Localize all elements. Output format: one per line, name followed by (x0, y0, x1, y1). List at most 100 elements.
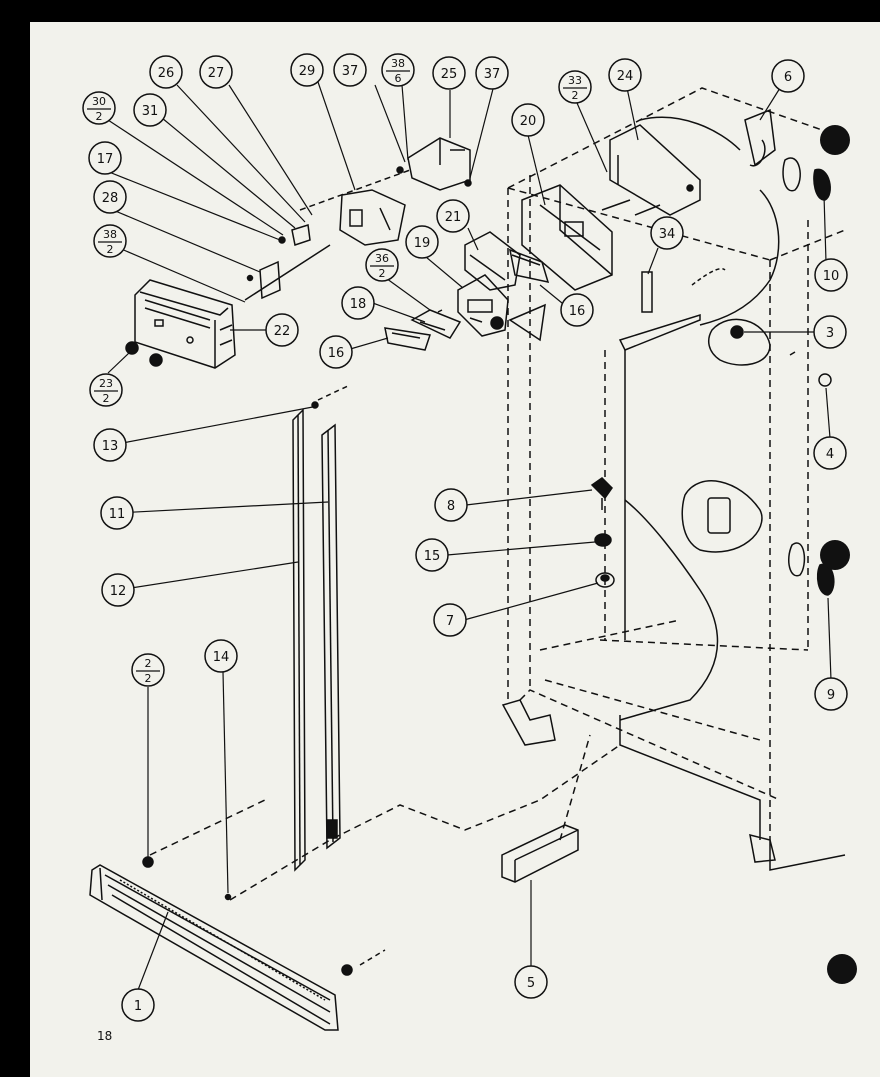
callout-label: 4 (826, 447, 834, 462)
callout-label: 20 (520, 114, 537, 129)
callout-circle (511, 103, 545, 137)
callout-16b: 16 (560, 293, 594, 327)
callout-label: 13 (102, 439, 119, 454)
callout-circle (608, 58, 642, 92)
callout-denominator: 2 (572, 89, 579, 102)
callout-label: 37 (484, 67, 501, 82)
bracket-25 (299, 137, 472, 211)
callout-label: 11 (109, 507, 126, 522)
callout-circle (204, 639, 238, 673)
callout-37a: 37 (333, 53, 367, 87)
callout-20: 20 (511, 103, 545, 137)
callout-label: 8 (447, 499, 455, 514)
parts-21-19-18 (384, 231, 550, 351)
callout-label: 21 (445, 210, 462, 225)
callout-34: 34 (650, 216, 684, 250)
callout-label: 18 (350, 297, 367, 312)
callout-28: 28 (93, 180, 127, 214)
callout-circle (650, 216, 684, 250)
callout-circle (813, 315, 847, 349)
callout-24: 24 (608, 58, 642, 92)
callout-label: 16 (569, 304, 586, 319)
control-housing-22 (125, 279, 236, 369)
callout-label: 1 (134, 999, 142, 1014)
callout-13: 13 (93, 428, 127, 462)
callout-circle (771, 59, 805, 93)
callout-label: 17 (97, 152, 114, 167)
callout-31: 31 (133, 93, 167, 127)
diagram-sheet (30, 22, 880, 1077)
callout-label: 25 (441, 67, 458, 82)
callout-circle (814, 677, 848, 711)
callout-14: 14 (204, 639, 238, 673)
callout-25: 25 (432, 56, 466, 90)
callout-9: 9 (814, 677, 848, 711)
brackets-28-17 (244, 224, 331, 301)
callout-denominator: 2 (145, 672, 152, 685)
callout-circle (319, 335, 353, 369)
callout-denominator: 2 (96, 110, 103, 123)
callout-circle (333, 53, 367, 87)
callout-label: 37 (342, 64, 359, 79)
callout-23-2: 232 (89, 373, 123, 407)
callout-10: 10 (814, 258, 848, 292)
callout-4: 4 (813, 436, 847, 470)
callout-denominator: 2 (103, 392, 110, 405)
callout-circle (433, 603, 467, 637)
callout-label: 29 (299, 64, 316, 79)
callout-label: 24 (617, 69, 634, 84)
callout-36-2: 362 (365, 248, 399, 282)
callout-circle (415, 538, 449, 572)
callout-circle (93, 180, 127, 214)
callout-circle (82, 91, 116, 125)
callout-label: 10 (823, 269, 840, 284)
callout-label: 28 (102, 191, 119, 206)
callout-circle (436, 199, 470, 233)
block-5 (501, 734, 591, 883)
callout-17: 17 (88, 141, 122, 175)
callout-3: 3 (813, 315, 847, 349)
callout-label: 15 (424, 549, 441, 564)
callout-label: 22 (274, 324, 291, 339)
callout-denominator: 2 (379, 267, 386, 280)
callout-16a: 16 (319, 335, 353, 369)
callout-label: 31 (142, 104, 159, 119)
callout-6: 6 (771, 59, 805, 93)
callout-circle (121, 988, 155, 1022)
callout-circle (131, 653, 165, 687)
callout-numerator: 30 (92, 95, 106, 108)
callout-label: 3 (826, 326, 834, 341)
bracket-29 (339, 189, 406, 246)
callout-circle (381, 53, 415, 87)
callout-8: 8 (434, 488, 468, 522)
callout-label: 27 (208, 66, 225, 81)
callout-label: 19 (414, 236, 431, 251)
callout-27: 27 (199, 55, 233, 89)
callout-label: 5 (527, 976, 535, 991)
callout-circle (434, 488, 468, 522)
callout-numerator: 38 (391, 57, 405, 70)
callout-label: 9 (827, 688, 835, 703)
callout-numerator: 38 (103, 228, 117, 241)
callout-22: 22 (265, 313, 299, 347)
callout-29: 29 (290, 53, 324, 87)
callout-circle (100, 496, 134, 530)
callout-denominator: 6 (395, 72, 402, 85)
callout-circle (558, 70, 592, 104)
callout-label: 14 (213, 650, 230, 665)
leader-lines (103, 81, 832, 991)
callout-circle (89, 373, 123, 407)
callout-38-2: 382 (93, 224, 127, 258)
callout-18: 18 (341, 286, 375, 320)
callout-33-2: 332 (558, 70, 592, 104)
callout-circle (813, 436, 847, 470)
callout-circle (475, 56, 509, 90)
callout-label: 34 (659, 227, 676, 242)
callout-circle (265, 313, 299, 347)
callout-38-6: 386 (381, 53, 415, 87)
callout-circle (341, 286, 375, 320)
callout-label: 26 (158, 66, 175, 81)
callout-circle (365, 248, 399, 282)
callout-11: 11 (100, 496, 134, 530)
